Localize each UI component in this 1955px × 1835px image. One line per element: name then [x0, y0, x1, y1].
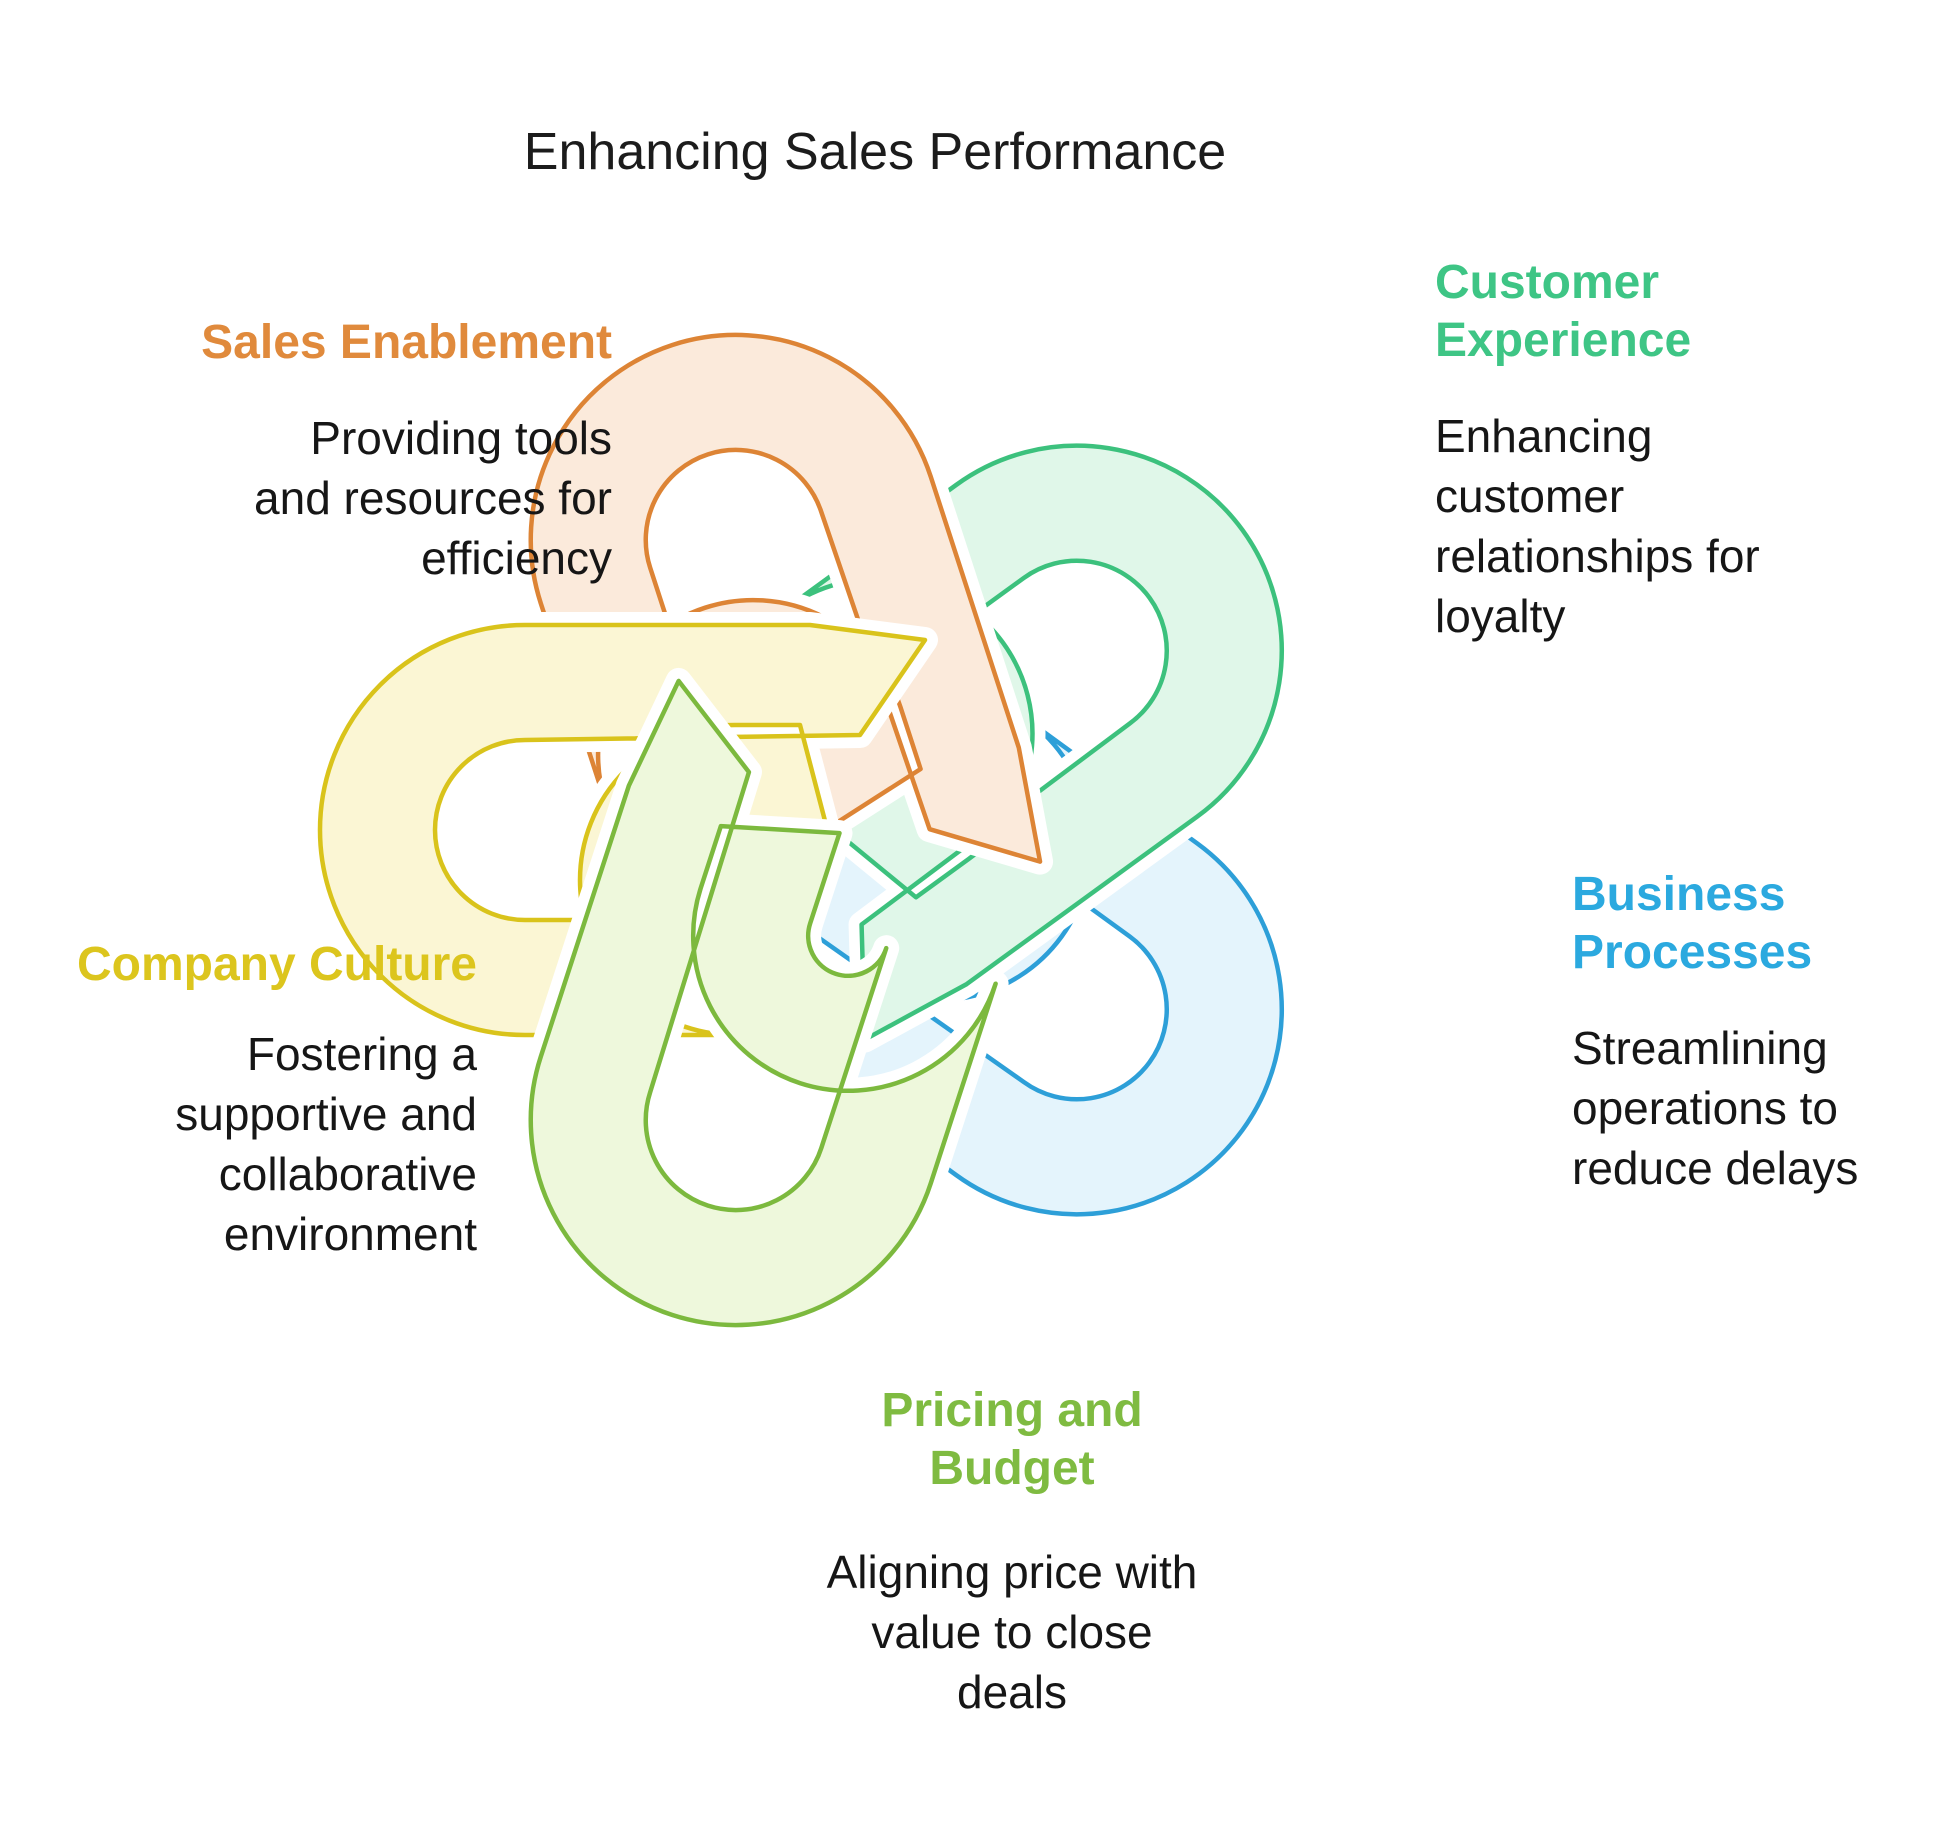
desc-line: supportive and [175, 1088, 477, 1140]
node-block-business-processes: Business Processes Streamlining operatio… [1572, 866, 1858, 1198]
node-block-company-culture: Company Culture Fostering a supportive a… [77, 936, 477, 1264]
desc-line: operations to [1572, 1082, 1838, 1134]
label-line: Pricing and [881, 1384, 1143, 1437]
node-description: Aligning price with value to close deals [827, 1542, 1198, 1722]
desc-line: Aligning price with [826, 1546, 1198, 1598]
node-block-pricing-and-budget: Pricing and Budget Aligning price with v… [827, 1382, 1198, 1722]
desc-line: value to close [871, 1606, 1153, 1658]
label-line: Experience [1435, 314, 1692, 367]
desc-line: efficiency [421, 532, 612, 584]
node-block-sales-enablement: Sales Enablement Providing tools and res… [201, 314, 612, 588]
node-description: Providing tools and resources for effici… [201, 408, 612, 588]
desc-line: collaborative [218, 1148, 477, 1200]
desc-line: customer [1435, 470, 1625, 522]
label-line: Processes [1572, 926, 1813, 979]
node-label: Business Processes [1572, 866, 1858, 982]
desc-line: Streamlining [1572, 1022, 1828, 1074]
label-line: Budget [929, 1442, 1095, 1495]
desc-line: loyalty [1435, 590, 1566, 642]
node-block-customer-experience: Customer Experience Enhancing customer r… [1435, 254, 1760, 646]
node-label: Sales Enablement [201, 316, 612, 369]
node-label: Customer Experience [1435, 254, 1760, 370]
node-description: Enhancing customer relationships for loy… [1435, 406, 1760, 646]
desc-line: relationships for [1435, 530, 1760, 582]
label-line: Business [1572, 868, 1786, 921]
node-label: Company Culture [76, 938, 477, 991]
desc-line: deals [957, 1666, 1067, 1718]
node-description: Streamlining operations to reduce delays [1572, 1018, 1858, 1198]
label-line: Customer [1435, 256, 1660, 309]
desc-line: and resources for [254, 472, 612, 524]
desc-line: Enhancing [1435, 410, 1653, 462]
node-label: Pricing and Budget [827, 1382, 1198, 1498]
desc-line: Providing tools [310, 412, 612, 464]
desc-line: reduce delays [1572, 1142, 1859, 1194]
desc-line: environment [223, 1208, 477, 1260]
node-description: Fostering a supportive and collaborative… [77, 1024, 477, 1264]
page-title: Enhancing Sales Performance [523, 123, 1227, 181]
desc-line: Fostering a [246, 1028, 477, 1080]
